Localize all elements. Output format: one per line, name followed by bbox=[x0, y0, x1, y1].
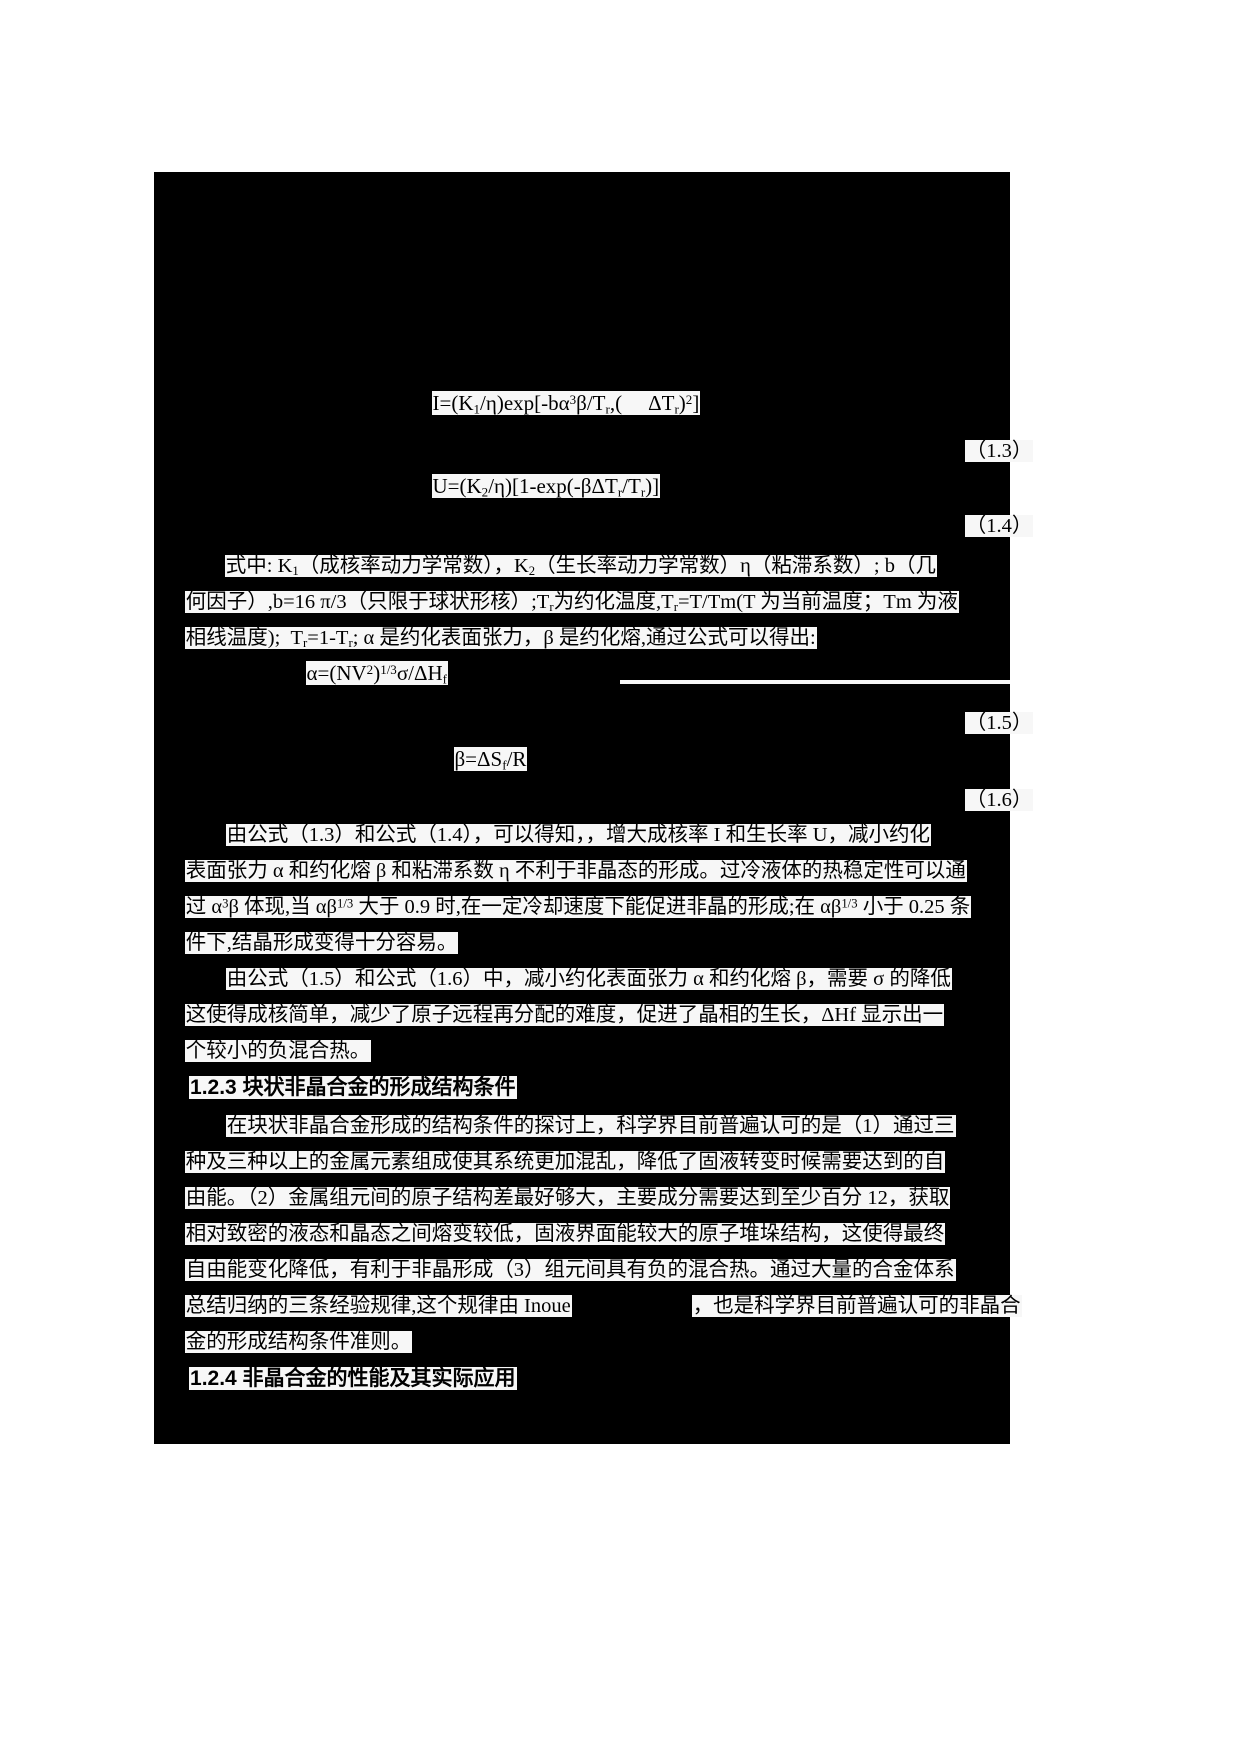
equation-1-4: U=(K2/η)[1-exp(-βΔTr/Tr)] bbox=[400, 455, 661, 519]
equation-1-3-expression: I=(K1/η)exp[-bα3β/Tr,(ΔTr)2] bbox=[431, 391, 701, 417]
equation-1-4-expression: U=(K2/η)[1-exp(-βΔTr/Tr)] bbox=[431, 474, 661, 500]
definitions-line-2: 何因子）,b=16 π/3（只限于球状形核）;Tr为约化温度,Tr=T/Tm(T… bbox=[184, 590, 959, 614]
equation-1-5: α=(NV2)1/3σ/ΔHf bbox=[274, 642, 448, 706]
definitions-line-3: 相线温度); Tr=1-Tr; α 是约化表面张力，β 是约化熔,通过公式可以得… bbox=[184, 626, 817, 650]
paragraph-a-line-1: 由公式（1.3）和公式（1.4），可以得知，，增大成核率 I 和生长率 U，减小… bbox=[225, 823, 932, 846]
heading-1-2-4: 1.2.4 非晶合金的性能及其实际应用 bbox=[189, 1367, 517, 1390]
equation-1-5-expression: α=(NV2)1/3σ/ΔHf bbox=[305, 661, 448, 687]
equation-1-5-rule bbox=[620, 680, 1010, 684]
definitions-line-1: 式中: K1（成核率动力学常数），K2（生长率动力学常数）η（粘滞系数）; b（… bbox=[224, 554, 937, 578]
paragraph-b-line-2: 这使得成核简单，减少了原子远程再分配的难度，促进了晶相的生长，ΔHf 显示出一 bbox=[184, 1003, 945, 1026]
paragraph-c-line-7: 金的形成结构条件准则。 bbox=[184, 1330, 413, 1353]
paragraph-c-line-4: 相对致密的液态和晶态之间熔变较低，固液界面能较大的原子堆垛结构，这使得最终 bbox=[184, 1222, 946, 1245]
heading-1-2-3: 1.2.3 块状非晶合金的形成结构条件 bbox=[189, 1076, 517, 1099]
paragraph-a-line-2: 表面张力 α 和约化熔 β 和粘滞系数 η 不利于非晶态的形成。过冷液体的热稳定… bbox=[184, 859, 967, 882]
paragraph-a-line-4: 件下,结晶形成变得十分容易。 bbox=[184, 931, 459, 954]
equation-1-4-number: （1.4） bbox=[964, 514, 1034, 537]
paragraph-c-line-6-tail: ，也是科学界目前普遍认可的非晶合 bbox=[691, 1294, 1022, 1317]
paragraph-c-line-2: 种及三种以上的金属元素组成使其系统更加混乱，降低了固液转变时候需要达到的自 bbox=[184, 1150, 946, 1173]
equation-1-6: β=ΔSf/R bbox=[422, 728, 528, 792]
equation-1-3: I=(K1/η)exp[-bα3β/Tr,(ΔTr)2] bbox=[400, 372, 701, 436]
paragraph-b-line-1: 由公式（1.5）和公式（1.6）中，减小约化表面张力 α 和约化熔 β，需要 σ… bbox=[225, 967, 952, 990]
paragraph-a-line-3: 过 α3β 体现,当 αβ1/3 大于 0.9 时,在一定冷却速度下能促进非晶的… bbox=[184, 895, 972, 918]
paragraph-c-line-3: 由能。（2）金属组元间的原子结构差最好够大，主要成分需要达到至少百分 12，获取 bbox=[184, 1186, 951, 1209]
paragraph-c-line-1: 在块状非晶合金形成的结构条件的探讨上，科学界目前普遍认可的是（1）通过三 bbox=[225, 1114, 956, 1137]
paragraph-b-line-3: 个较小的负混合热。 bbox=[184, 1039, 372, 1062]
paragraph-c-line-6: 总结归纳的三条经验规律,这个规律由 Inoue ，也是科学界目前普遍认可的非晶合 bbox=[184, 1294, 1022, 1317]
paragraph-c-line-5: 自由能变化降低，有利于非晶形成（3）组元间具有负的混合热。通过大量的合金体系 bbox=[184, 1258, 956, 1281]
equation-1-6-number: （1.6） bbox=[964, 788, 1034, 811]
page-content-block: I=(K1/η)exp[-bα3β/Tr,(ΔTr)2] （1.3） U=(K2… bbox=[154, 172, 1034, 1444]
equation-1-3-number: （1.3） bbox=[964, 439, 1034, 462]
equation-1-6-expression: β=ΔSf/R bbox=[453, 747, 528, 773]
equation-1-5-number: （1.5） bbox=[964, 711, 1034, 734]
